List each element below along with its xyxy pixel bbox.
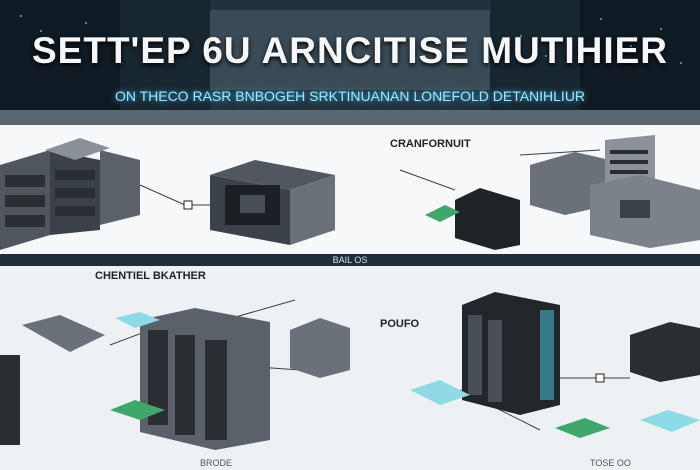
datacenter-backdrop (0, 0, 700, 125)
section-divider-band (0, 254, 700, 266)
storage-array-icon (530, 135, 700, 248)
callout-title-lower-mid: POUFO (380, 318, 420, 330)
junction-box-icon (595, 373, 605, 383)
server-rack-cluster-icon (0, 308, 270, 450)
callout-title-lower-left: CHENTIEL BKATHER (95, 270, 206, 282)
hero-banner: SETT'EP 6U ARNCITISE MUTIHIER ON THECO R… (0, 0, 700, 125)
compute-node-icon (425, 188, 520, 250)
callout-title-upper: CRANFORNUIT (390, 138, 471, 150)
junction-box-icon (183, 200, 193, 210)
server-rack-icon (410, 292, 610, 438)
disk-enclosure-icon (290, 318, 350, 378)
server-rack-cluster-icon (0, 138, 140, 250)
hero-subtitle: ON THECO RASR BNBOGEH SRKTINUANAN LONEFO… (114, 88, 586, 104)
rack-chassis-icon (630, 322, 700, 432)
hero-title: SETT'EP 6U ARNCITISE MUTIHIER (31, 30, 669, 71)
server-chassis-icon (210, 160, 335, 245)
footer-label-left: BRODE (200, 458, 233, 468)
divider-label: BAIL OS (332, 255, 368, 265)
footer-label-right: TOSE OO (590, 458, 631, 468)
